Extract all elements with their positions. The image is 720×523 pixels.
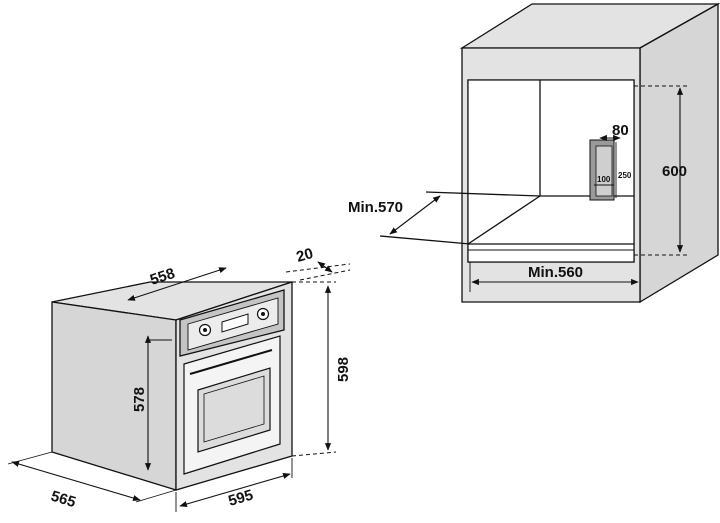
oven-display (221, 313, 249, 333)
vent-width-label: 80 (612, 122, 629, 139)
cabinet-min-width-label: Min.560 (528, 264, 583, 281)
oven-height-label: 578 (131, 387, 148, 412)
vent-offset-label: 100 (597, 175, 611, 184)
oven-side-depth-label: 565 (49, 488, 78, 512)
oven-drawing (7, 261, 351, 512)
oven-depth-label: 558 (148, 265, 177, 289)
vent-height-label: 250 (618, 171, 632, 180)
oven-front-thickness-label: 20 (294, 245, 315, 266)
cabinet-height-label: 600 (662, 163, 687, 180)
oven-window-icon (197, 367, 271, 453)
oven-handle (189, 349, 273, 375)
cabinet-side-face (639, 2, 719, 304)
oven-front-height-label: 598 (335, 357, 352, 382)
oven-side-face (51, 301, 177, 491)
oven-width-label: 595 (226, 487, 255, 510)
cabinet-drawing (379, 2, 720, 304)
cabinet-min-depth-label: Min.570 (348, 199, 403, 216)
